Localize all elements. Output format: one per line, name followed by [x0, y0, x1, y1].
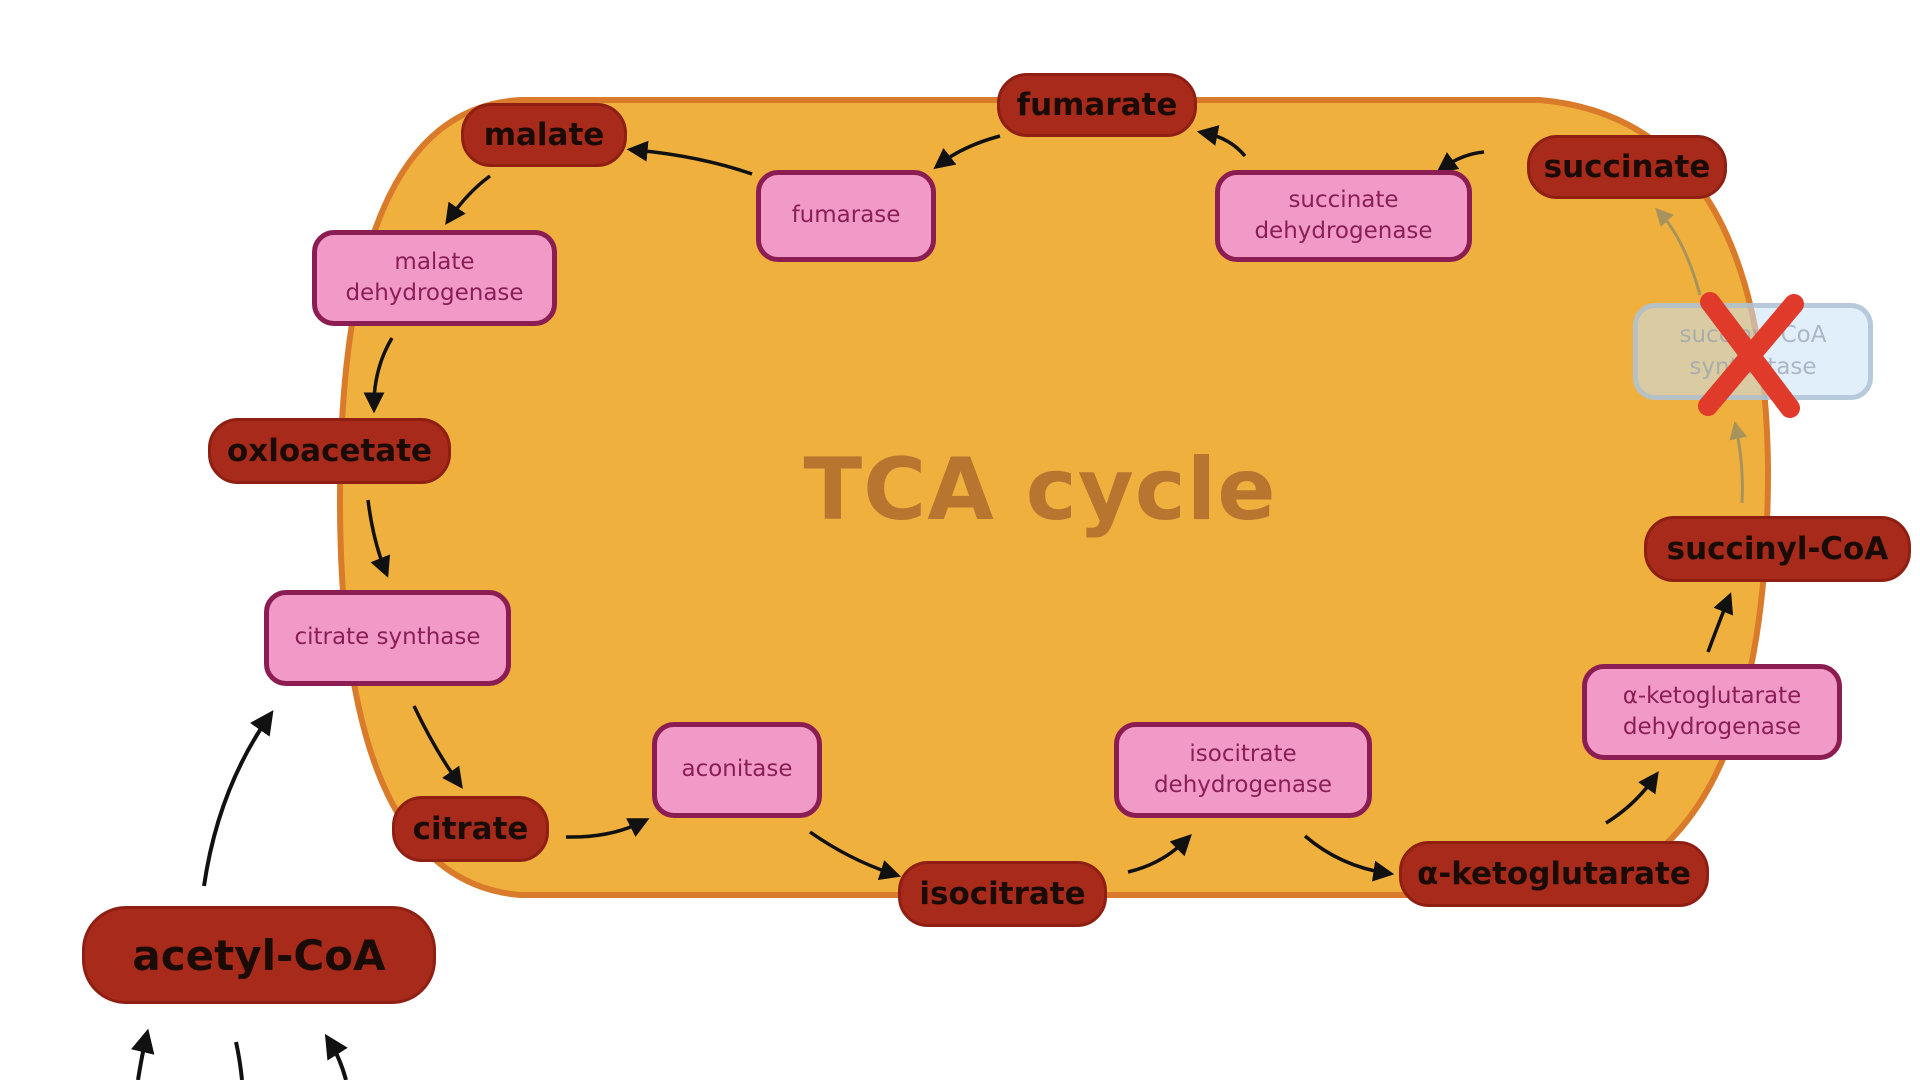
enzyme-mdh-line2: dehydrogenase — [345, 280, 524, 306]
arrow-acetyl-coa-to-citrate-synthase — [202, 710, 274, 887]
arrow-aconitase-to-isocitrate — [808, 830, 901, 881]
arrow-succinyl-coa-to-synthetase-faded — [1729, 420, 1748, 504]
enzyme-succinate-dehydrogenase: succinate dehydrogenase — [1215, 170, 1472, 262]
arrow-input-2 — [234, 1041, 244, 1080]
enzyme-aconitase-label: aconitase — [681, 756, 793, 783]
arrow-sdh-to-fumarate — [1196, 125, 1247, 158]
enzyme-citrate-synthase: citrate synthase — [264, 590, 511, 686]
metabolite-acetyl-coa: acetyl-CoA — [82, 906, 436, 1004]
enzyme-alpha-kg-dehydrogenase: α-ketoglutarate dehydrogenase — [1582, 664, 1842, 760]
cycle-title: TCA cycle — [803, 440, 1277, 540]
arrow-malate-to-mdh — [445, 174, 492, 225]
arrow-citrate-to-aconitase — [565, 818, 650, 839]
arrow-mdh-to-oxaloacetate — [363, 337, 394, 414]
arrow-oxaloacetate-to-citrate-synthase — [366, 499, 391, 578]
metabolite-citrate: citrate — [392, 796, 549, 862]
enzyme-malate-dehydrogenase: malate dehydrogenase — [312, 230, 557, 326]
red-x-icon — [1698, 292, 1804, 418]
arrow-synthetase-to-succinate-faded — [1655, 207, 1702, 296]
enzyme-sdh-line1: succinate — [1288, 186, 1399, 213]
enzyme-akgdh-line1: α-ketoglutarate — [1622, 682, 1802, 709]
arrow-isocitrate-to-idh — [1127, 834, 1192, 874]
metabolite-oxaloacetate: oxloacetate — [208, 418, 451, 484]
arrow-fumarase-to-malate — [626, 140, 753, 176]
enzyme-aconitase: aconitase — [652, 722, 822, 818]
arrow-alpha-kg-to-akgdh — [1605, 771, 1659, 825]
metabolite-malate: malate — [461, 103, 627, 167]
enzyme-idh-line1: isocitrate — [1189, 740, 1297, 767]
metabolite-succinate: succinate — [1527, 135, 1727, 199]
enzyme-mdh-line1: malate — [394, 248, 475, 275]
metabolite-fumarate: fumarate — [997, 73, 1197, 137]
arrow-input-3 — [324, 1033, 348, 1080]
metabolite-isocitrate: isocitrate — [898, 861, 1107, 927]
arrow-input-1 — [131, 1028, 155, 1080]
arrow-citrate-synthase-to-citrate — [412, 705, 463, 789]
enzyme-isocitrate-dehydrogenase: isocitrate dehydrogenase — [1114, 722, 1372, 818]
arrow-succinate-to-sdh — [1436, 150, 1485, 173]
enzyme-fumarase: fumarase — [756, 170, 936, 262]
metabolite-succinyl-coa: succinyl-CoA — [1644, 516, 1911, 582]
enzyme-akgdh-line2: dehydrogenase — [1622, 714, 1802, 740]
arrow-fumarate-to-fumarase — [933, 134, 1001, 170]
arrow-idh-to-alpha-kg — [1303, 834, 1395, 882]
metabolite-alpha-ketoglutarate: α-ketoglutarate — [1399, 841, 1709, 907]
enzyme-sdh-line2: dehydrogenase — [1254, 218, 1433, 244]
enzyme-cs-label: citrate synthase — [294, 624, 481, 651]
enzyme-fumarase-label: fumarase — [791, 202, 901, 229]
enzyme-idh-line2: dehydrogenase — [1153, 772, 1333, 798]
arrow-akgdh-to-succinyl-coa — [1706, 592, 1734, 653]
